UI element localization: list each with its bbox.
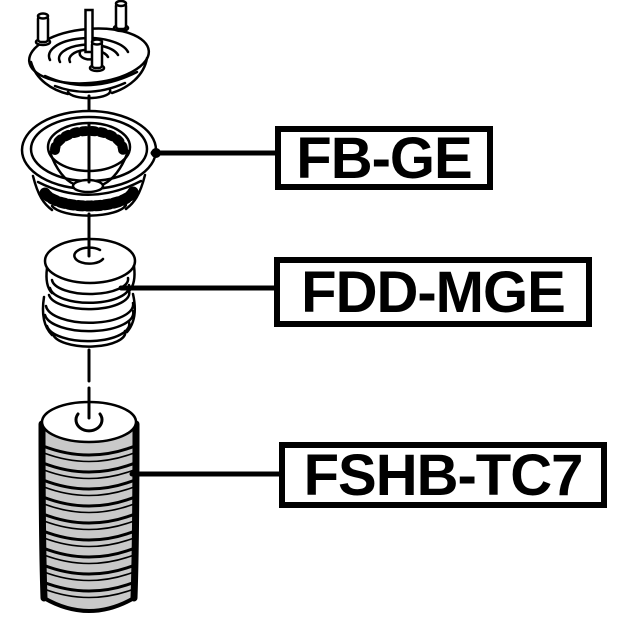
dust-boot-drawing — [38, 396, 140, 613]
part-label-box-fb-ge: FB-GE — [275, 125, 493, 191]
strut-bearing-drawing — [20, 109, 158, 217]
part-label-text-fb-ge: FB-GE — [296, 125, 472, 191]
part-label-text-fdd-mge: FDD-MGE — [301, 259, 566, 325]
strut-mount-drawing — [27, 0, 151, 100]
part-label-text-fshb-tc7: FSHB-TC7 — [303, 442, 584, 508]
bump-stop-drawing — [41, 237, 137, 348]
leader-line-fb-ge — [150, 148, 278, 158]
part-label-box-fdd-mge: FDD-MGE — [274, 257, 592, 327]
part-label-box-fshb-tc7: FSHB-TC7 — [279, 442, 607, 508]
